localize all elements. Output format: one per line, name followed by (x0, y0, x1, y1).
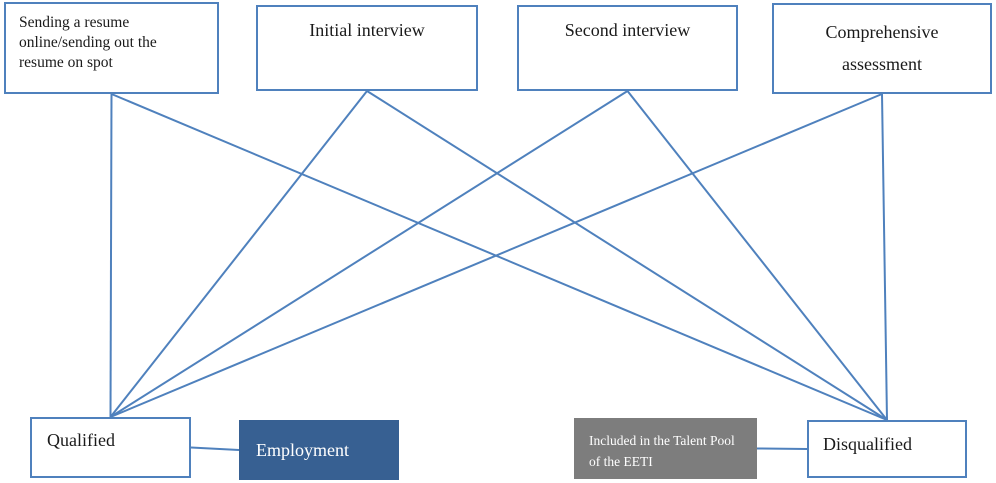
node-second-interview-label: Second interview (564, 20, 691, 40)
edge-talent-pool-to-disqualified (756, 447, 808, 450)
edge-comprehensive-assessment-to-qualified (110, 93, 883, 418)
edge-sending-resume-to-disqualified (111, 93, 888, 421)
edge-initial-interview-to-qualified (109, 90, 368, 418)
node-comprehensive-assessment-label: Comprehensive assessment (825, 22, 939, 75)
node-sending-resume: Sending a resume online/sending out the … (4, 2, 219, 94)
edge-initial-interview-to-disqualified (366, 90, 888, 421)
edge-sending-resume-to-qualified (109, 93, 113, 418)
node-second-interview: Second interview (517, 5, 738, 91)
edge-qualified-to-employment (190, 446, 240, 451)
node-comprehensive-assessment: Comprehensive assessment (772, 3, 992, 94)
edge-second-interview-to-disqualified (626, 90, 888, 421)
node-employment-label: Employment (256, 439, 349, 460)
edge-second-interview-to-qualified (109, 90, 629, 418)
edge-comprehensive-assessment-to-disqualified (881, 93, 888, 421)
node-talent-pool-label: Included in the Talent Pool of the EETI (589, 433, 735, 469)
node-talent-pool: Included in the Talent Pool of the EETI (574, 418, 757, 479)
node-disqualified: Disqualified (807, 420, 967, 478)
node-qualified-label: Qualified (47, 430, 115, 450)
node-employment: Employment (239, 420, 399, 480)
node-initial-interview-label: Initial interview (309, 20, 425, 40)
node-qualified: Qualified (30, 417, 191, 478)
node-initial-interview: Initial interview (256, 5, 478, 91)
node-disqualified-label: Disqualified (823, 434, 912, 454)
node-sending-resume-label: Sending a resume online/sending out the … (19, 14, 157, 72)
